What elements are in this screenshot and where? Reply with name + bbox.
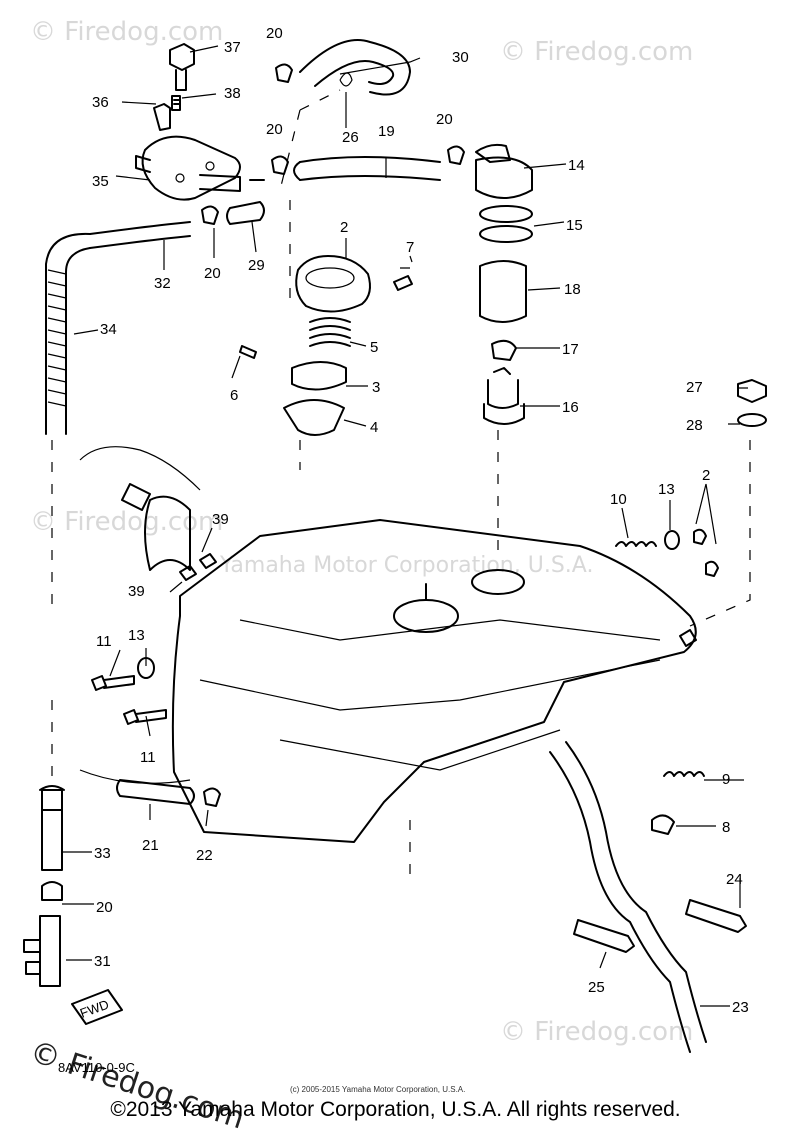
corrugated-hose-34 <box>45 221 191 435</box>
part-label-13-a: 13 <box>658 481 675 498</box>
cable-tie-25 <box>573 919 635 953</box>
part-label-20-a: 20 <box>266 25 283 42</box>
hose-21 <box>116 779 195 805</box>
part-label-26: 26 <box>342 129 359 146</box>
nut-27-washer-28 <box>737 379 767 427</box>
filler-cap-assembly <box>239 255 413 436</box>
fuel-pump-assembly <box>475 143 533 425</box>
clip-22 <box>203 787 221 807</box>
small-copyright: (c) 2005-2015 Yamaha Motor Corporation, … <box>290 1085 465 1094</box>
part-label-21: 21 <box>142 837 159 854</box>
part-label-22: 22 <box>196 847 213 864</box>
part-label-39-a: 39 <box>212 511 229 528</box>
part-label-39-b: 39 <box>128 583 145 600</box>
hose-19 <box>299 156 441 181</box>
fuel-tank <box>121 483 697 843</box>
part-label-36: 36 <box>92 94 109 111</box>
fitting-29 <box>226 201 265 225</box>
part-label-6: 6 <box>230 387 238 404</box>
clamps-39 <box>179 553 217 581</box>
part-label-9: 9 <box>722 771 730 788</box>
part-label-29: 29 <box>248 257 265 274</box>
part-label-2-b: 2 <box>702 467 710 484</box>
part-label-28: 28 <box>686 417 703 434</box>
part-label-14: 14 <box>568 157 585 174</box>
hose-23 <box>549 741 707 1053</box>
part-label-4: 4 <box>370 419 378 436</box>
part-label-24: 24 <box>726 871 743 888</box>
part-label-10: 10 <box>610 491 627 508</box>
cable-tie-24 <box>685 899 747 933</box>
part-label-13-b: 13 <box>128 627 145 644</box>
part-label-20-e: 20 <box>96 899 113 916</box>
part-labels: 37 36 38 35 20 30 26 20 19 20 14 15 32 2… <box>92 25 749 1016</box>
part-label-15: 15 <box>566 217 583 234</box>
leader-lines <box>51 89 751 880</box>
watermarks: © Firedog.com © Firedog.com © Firedog.co… <box>26 17 694 1134</box>
part-label-20-d: 20 <box>204 265 221 282</box>
watermark-bottom-right: © Firedog.com <box>500 1017 693 1047</box>
bolts-and-washers <box>91 657 167 725</box>
part-label-17: 17 <box>562 341 579 358</box>
part-label-8: 8 <box>722 819 730 836</box>
fwd-arrow-tag: FWD <box>71 989 123 1025</box>
bottom-left-parts <box>23 785 65 987</box>
part-label-34: 34 <box>100 321 117 338</box>
part-label-5: 5 <box>370 339 378 356</box>
watermark-top-right: © Firedog.com <box>500 37 693 67</box>
part-label-23: 23 <box>732 999 749 1016</box>
watermark-center-overlay: Yamaha Motor Corporation, U.S.A. <box>219 553 593 578</box>
part-label-32: 32 <box>154 275 171 292</box>
watermark-mid-left: © Firedog.com <box>30 507 223 537</box>
part-label-38: 38 <box>224 85 241 102</box>
part-label-37: 37 <box>224 39 241 56</box>
part-label-25: 25 <box>588 979 605 996</box>
part-label-20-c: 20 <box>436 111 453 128</box>
footer-copyright: ©2013 Yamaha Motor Corporation, U.S.A. A… <box>110 1098 681 1121</box>
part-label-2-a: 2 <box>340 219 348 236</box>
part-label-19: 19 <box>378 123 395 140</box>
part-label-35: 35 <box>92 173 109 190</box>
hose-30 <box>299 39 411 96</box>
part-label-31: 31 <box>94 953 111 970</box>
part-label-18: 18 <box>564 281 581 298</box>
part-label-16: 16 <box>562 399 579 416</box>
hose-clips-20 <box>201 63 465 225</box>
clip-26 <box>339 72 353 112</box>
right-small-parts <box>615 528 719 835</box>
part-label-3: 3 <box>372 379 380 396</box>
part-label-33: 33 <box>94 845 111 862</box>
label-leaders <box>62 45 748 1007</box>
fuel-cock-assembly <box>135 43 265 201</box>
watermark-top-left: © Firedog.com <box>30 17 223 47</box>
drawing-code: 8AV110-0-9C <box>58 1060 135 1075</box>
part-label-30: 30 <box>452 49 469 66</box>
part-label-7: 7 <box>406 239 414 256</box>
part-label-27: 27 <box>686 379 703 396</box>
part-label-20-b: 20 <box>266 121 283 138</box>
part-label-11-b: 11 <box>140 749 156 766</box>
part-label-11-a: 11 <box>96 633 112 650</box>
